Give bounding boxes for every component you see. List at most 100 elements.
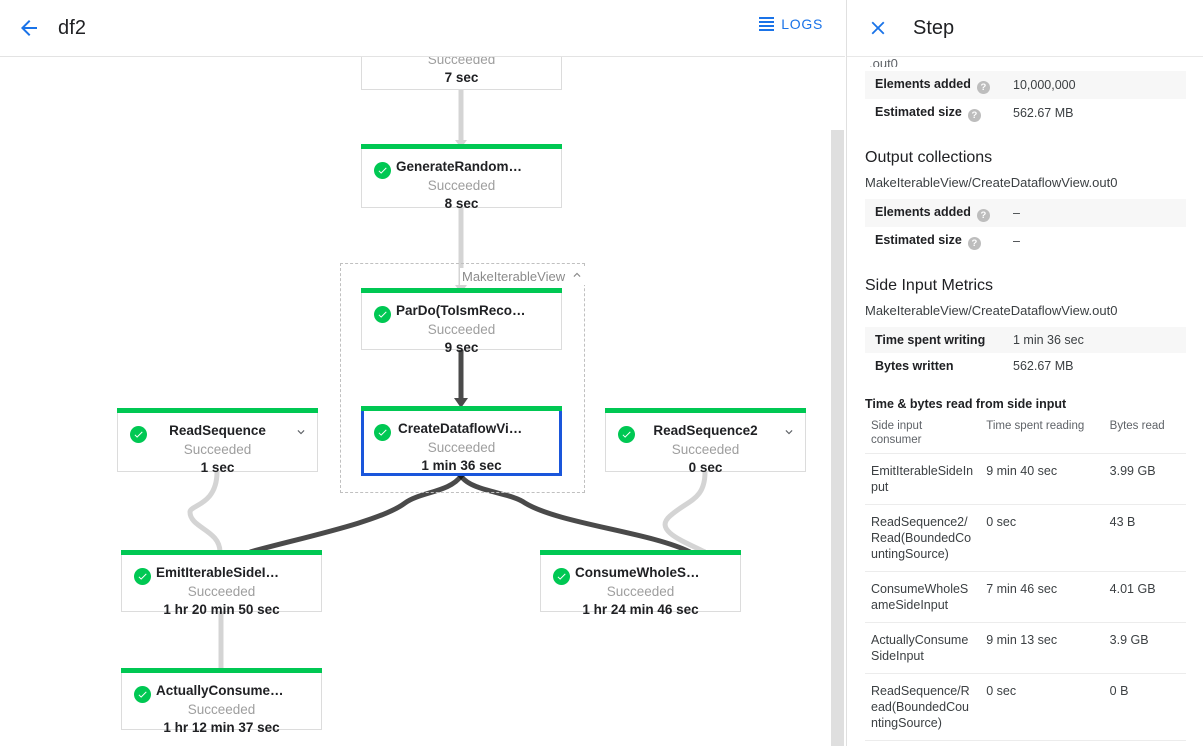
chevron-up-icon[interactable] — [570, 268, 584, 285]
status-success-icon — [374, 162, 391, 179]
graph-node-pardo-toismrecordfor[interactable]: ParDo(ToIsmRecordFor… Succeeded 9 sec — [361, 288, 562, 355]
step-panel-body[interactable]: .out0 Elements added? 10,000,000 Estimat… — [847, 57, 1203, 746]
status-success-icon — [134, 686, 151, 703]
panel-scrollbar-thumb[interactable] — [831, 130, 844, 746]
column-header-time: Time spent reading — [980, 413, 1104, 454]
output-collections-heading: Output collections — [865, 149, 993, 166]
graph-node-createdataflowview[interactable]: CreateDataflowView Succeeded 1 min 36 se… — [361, 406, 562, 476]
help-icon[interactable]: ? — [976, 81, 990, 94]
side-input-metrics-subtitle: MakeIterableView/CreateDataflowView.out0 — [865, 303, 1118, 318]
side-input-read-heading: Time & bytes read from side input — [865, 397, 1067, 411]
graph-node-readsequence2[interactable]: ReadSequence2 Succeeded 0 sec — [605, 408, 806, 475]
node-time: 8 sec — [444, 196, 479, 211]
table-row: ActuallyConsumeSideInput 9 min 13 sec 3.… — [865, 622, 1186, 674]
composite-group-makeiterableview[interactable] — [340, 263, 585, 493]
step-panel-title: Step — [913, 16, 955, 39]
node-name: EmitIterableSideInput — [156, 565, 295, 580]
node-status-bar — [605, 408, 806, 413]
node-time: 0 sec — [688, 460, 723, 475]
node-name: CreateDataflowView — [398, 421, 527, 436]
help-icon[interactable]: ? — [976, 209, 990, 222]
node-status: Succeeded — [606, 584, 675, 599]
close-icon[interactable] — [861, 11, 895, 45]
node-status-bar — [361, 288, 562, 293]
chevron-down-icon[interactable] — [294, 425, 308, 439]
cell-consumer: EmitIterableSideInput — [865, 453, 981, 505]
side-input-read-table: Side input consumer Time spent reading B… — [865, 413, 1186, 741]
cell-bytes: 3.9 GB — [1103, 622, 1186, 674]
graph-node-consumewholesamesideinput[interactable]: ConsumeWholeSameSi… Succeeded 1 hr 24 mi… — [540, 550, 741, 617]
node-status-bar — [117, 408, 318, 413]
node-time: 7 sec — [444, 70, 479, 85]
node-status: Succeeded — [187, 702, 256, 717]
step-details-panel: Step .out0 Elements added? 10,000,000 Es… — [846, 0, 1203, 746]
cell-time: 9 min 40 sec — [980, 453, 1104, 505]
column-header-bytes: Bytes read — [1103, 413, 1186, 454]
table-header-row: Side input consumer Time spent reading B… — [865, 413, 1186, 454]
metric-label: Bytes written — [875, 359, 954, 373]
top-metrics-table: Elements added? 10,000,000 Estimated siz… — [865, 71, 1186, 127]
status-success-icon — [134, 568, 151, 585]
table-row: Elements added? 10,000,000 — [865, 71, 1186, 99]
table-row: Estimated size? 562.67 MB — [865, 99, 1186, 127]
metric-value: 562.67 MB — [1013, 106, 1074, 120]
status-success-icon — [553, 568, 570, 585]
status-success-icon — [618, 426, 635, 443]
node-name: GenerateRandomSIData — [396, 159, 551, 174]
metric-label: Elements added — [875, 77, 971, 91]
node-time: 1 hr 20 min 50 sec — [163, 602, 280, 617]
top-toolbar: df2 LOGS — [0, 0, 845, 57]
node-time: 1 min 36 sec — [421, 458, 502, 473]
cell-bytes: 43 B — [1103, 504, 1186, 572]
node-time: 9 sec — [444, 340, 479, 355]
metric-value: – — [1013, 206, 1020, 220]
chevron-down-icon[interactable] — [782, 425, 796, 439]
node-status-bar — [361, 144, 562, 149]
status-success-icon — [130, 426, 147, 443]
graph-canvas[interactable]: MakeIterableView Succeeded 7 sec — [0, 57, 845, 746]
table-row: ReadSequence2/Read(BoundedCountingSource… — [865, 504, 1186, 572]
cell-consumer: ActuallyConsumeSideInput — [865, 622, 981, 674]
graph-node-generaterandomsidata[interactable]: GenerateRandomSIData Succeeded 8 sec — [361, 144, 562, 211]
node-status-bar — [361, 406, 562, 411]
node-status: Succeeded — [187, 584, 256, 599]
graph-node-readsequence[interactable]: ReadSequence Succeeded 1 sec — [117, 408, 318, 475]
output-collections-table: Elements added? – Estimated size? – — [865, 199, 1186, 255]
clipped-collection-name: .out0 — [869, 57, 898, 67]
metric-value: – — [1013, 234, 1020, 248]
node-status-bar — [121, 550, 322, 555]
cell-time: 9 min 13 sec — [980, 622, 1104, 674]
cell-time: 0 sec — [980, 504, 1104, 572]
node-name: ReadSequence2 — [653, 423, 758, 438]
graph-node-clipped-top[interactable]: Succeeded 7 sec — [361, 57, 562, 90]
table-row: Time spent writing 1 min 36 sec — [865, 327, 1186, 353]
node-time: 1 hr 12 min 37 sec — [163, 720, 280, 735]
metric-label: Estimated size — [875, 233, 962, 247]
panel-scrollbar[interactable] — [831, 57, 845, 746]
help-icon[interactable]: ? — [967, 237, 981, 250]
node-status: Succeeded — [427, 178, 496, 193]
composite-group-label[interactable]: MakeIterableView — [460, 268, 587, 285]
graph-node-emititerablesideinput[interactable]: EmitIterableSideInput Succeeded 1 hr 20 … — [121, 550, 322, 617]
graph-node-actuallyconsumesideinput[interactable]: ActuallyConsumeSideI… Succeeded 1 hr 12 … — [121, 668, 322, 735]
metric-label: Elements added — [875, 205, 971, 219]
logs-list-icon — [759, 17, 775, 31]
column-header-consumer: Side input consumer — [865, 413, 981, 454]
node-status: Succeeded — [671, 442, 740, 457]
back-arrow-icon[interactable] — [10, 9, 48, 47]
logs-button[interactable]: LOGS — [759, 16, 823, 32]
help-icon[interactable]: ? — [967, 109, 981, 122]
output-collections-subtitle: MakeIterableView/CreateDataflowView.out0 — [865, 175, 1118, 190]
job-graph-pane: df2 LOGS — [0, 0, 845, 746]
node-time: 1 sec — [200, 460, 235, 475]
cell-time: 0 sec — [980, 673, 1104, 741]
node-status: Succeeded — [427, 440, 496, 455]
table-row: Elements added? – — [865, 199, 1186, 227]
node-name: ActuallyConsumeSideI… — [156, 683, 316, 698]
status-success-icon — [374, 306, 391, 323]
metric-label: Estimated size — [875, 105, 962, 119]
metric-value: 10,000,000 — [1013, 78, 1076, 92]
page-title: df2 — [58, 16, 87, 39]
metric-label: Time spent writing — [875, 333, 986, 347]
